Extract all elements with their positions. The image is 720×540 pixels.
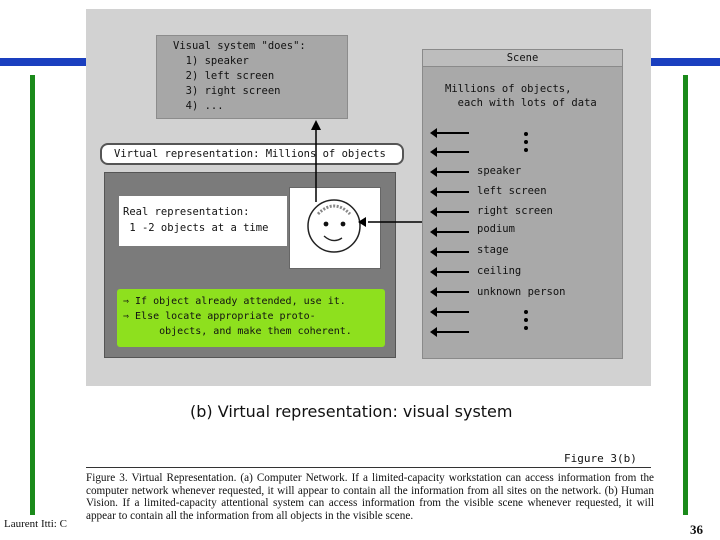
attention-panel: Real representation: 1 -2 objects at a t… — [104, 172, 396, 358]
arrow-left-icon — [430, 287, 469, 297]
arrow-left-icon — [430, 307, 469, 317]
figure-caption-b: (b) Virtual representation: visual syste… — [190, 402, 513, 421]
arrow-left-icon — [430, 167, 469, 177]
ellipsis-dot — [524, 310, 528, 314]
scene-description: Millions of objects, each with lots of d… — [445, 83, 597, 109]
ellipsis-dot — [524, 132, 528, 136]
arrow-left-icon — [430, 247, 469, 257]
top-left-blue-bar — [0, 58, 86, 66]
arrow-left-icon — [430, 207, 469, 217]
caption-divider — [86, 467, 651, 468]
face-box — [289, 187, 381, 269]
real-representation-box: Real representation: 1 -2 objects at a t… — [119, 196, 287, 246]
virtual-representation-banner: Virtual representation: Millions of obje… — [100, 143, 404, 165]
author-footer: Laurent Itti: C — [4, 518, 67, 530]
scene-title: Scene — [423, 50, 622, 67]
ellipsis-dot — [524, 318, 528, 322]
right-green-bar — [683, 75, 688, 515]
arrow-left-icon — [430, 147, 469, 157]
visual-system-does-box: Visual system "does": 1) speaker 2) left… — [156, 35, 348, 119]
connector-arrows — [311, 120, 422, 227]
ellipsis-dot — [524, 326, 528, 330]
page-number: 36 — [690, 522, 703, 537]
figure-label: Figure 3(b) — [564, 452, 637, 465]
scene-item-left-screen: left screen — [477, 185, 547, 197]
arrow-left-icon — [430, 267, 469, 277]
scene-item-stage: stage — [477, 244, 509, 256]
attention-hint-box: ⇒ If object already attended, use it. ⇒ … — [117, 289, 385, 347]
arrow-left-icon — [430, 227, 469, 237]
arrow-left-icon — [430, 187, 469, 197]
scene-item-podium: podium — [477, 223, 515, 235]
face-icon — [307, 199, 361, 253]
left-green-bar — [30, 75, 35, 515]
ellipsis-dot — [524, 140, 528, 144]
arrow-left-icon — [430, 327, 469, 337]
scene-item-speaker: speaker — [477, 165, 522, 177]
scene-item-ceiling: ceiling — [477, 265, 522, 277]
figure-panel: Visual system "does": 1) speaker 2) left… — [86, 9, 651, 386]
arrow-left-icon — [430, 128, 469, 138]
figure-caption-text: Figure 3. Virtual Representation. (a) Co… — [86, 472, 654, 522]
scene-item-right-screen: right screen — [477, 205, 553, 217]
scene-item-unknown-person: unknown person — [477, 286, 566, 298]
top-right-blue-bar — [651, 58, 720, 66]
ellipsis-dot — [524, 148, 528, 152]
scene-box: Scene Millions of objects, each with lot… — [422, 49, 623, 359]
